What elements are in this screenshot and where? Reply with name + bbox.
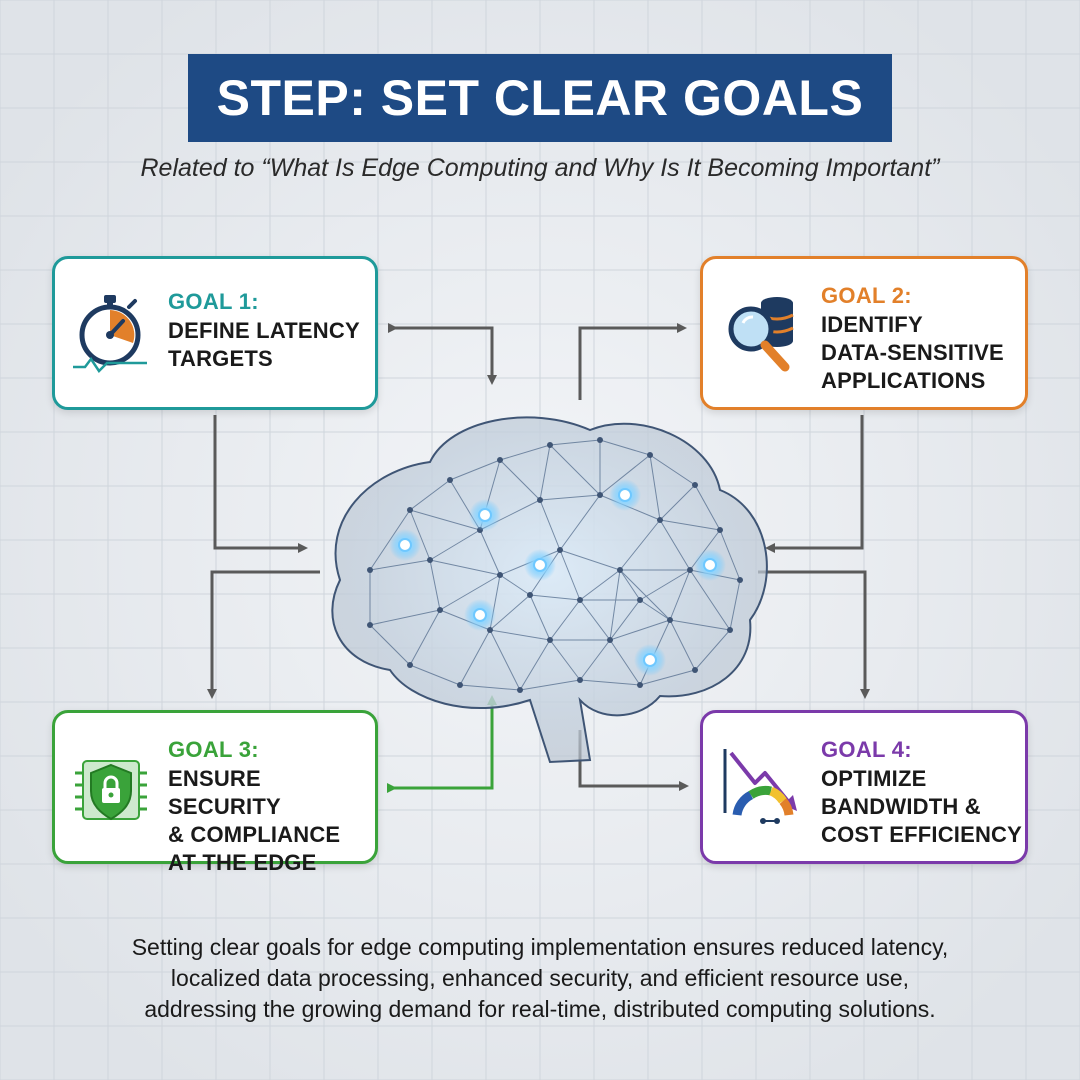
arrow-brain-goal2 <box>578 323 687 400</box>
goal-1-label: GOAL 1: <box>168 289 259 314</box>
arrow-brain-goal4 <box>758 570 870 699</box>
goal-4-label: GOAL 4: <box>821 737 912 762</box>
arrow-goal1-brain <box>388 323 497 385</box>
goal-4-text: OPTIMIZE BANDWIDTH & COST EFFICIENCY <box>821 766 1023 847</box>
goal-3-text: ENSURE SECURITY & COMPLIANCE AT THE EDGE <box>168 766 341 875</box>
arrow-brain-goal3 <box>207 570 320 699</box>
footer-line-3: addressing the growing demand for real-t… <box>144 996 936 1022</box>
footer-summary: Setting clear goals for edge computing i… <box>40 932 1040 1025</box>
shield-lock-chip-icon <box>75 760 147 821</box>
page-title: STEP: SET CLEAR GOALS <box>216 70 864 126</box>
footer-line-1: Setting clear goals for edge computing i… <box>131 934 949 960</box>
title-banner: STEP: SET CLEAR GOALS <box>188 54 892 142</box>
page-subtitle: Related to “What Is Edge Computing and W… <box>140 154 940 182</box>
arrow-goal1-down <box>213 415 308 553</box>
magnifier-database-icon <box>728 297 794 372</box>
brain-network-illustration <box>331 416 768 764</box>
goal-2-text: IDENTIFY DATA-SENSITIVE APPLICATIONS <box>821 312 1004 393</box>
arrow-goal3-brain <box>387 695 497 793</box>
goal-1-text: DEFINE LATENCY TARGETS <box>168 318 360 371</box>
stopwatch-icon <box>73 295 147 373</box>
footer-line-2: localized data processing, enhanced secu… <box>170 965 910 991</box>
goal-card-2[interactable]: GOAL 2: IDENTIFY DATA-SENSITIVE APPLICAT… <box>700 256 1028 410</box>
downtrend-gauge-icon <box>723 749 797 824</box>
goal-2-label: GOAL 2: <box>821 283 912 308</box>
goal-3-label: GOAL 3: <box>168 737 259 762</box>
arrow-goal2-down <box>765 415 864 553</box>
goal-card-1[interactable]: GOAL 1: DEFINE LATENCY TARGETS <box>52 256 378 410</box>
goal-card-4[interactable]: GOAL 4: OPTIMIZE BANDWIDTH & COST EFFICI… <box>700 710 1028 864</box>
goal-card-3[interactable]: GOAL 3: ENSURE SECURITY & COMPLIANCE AT … <box>52 710 378 875</box>
